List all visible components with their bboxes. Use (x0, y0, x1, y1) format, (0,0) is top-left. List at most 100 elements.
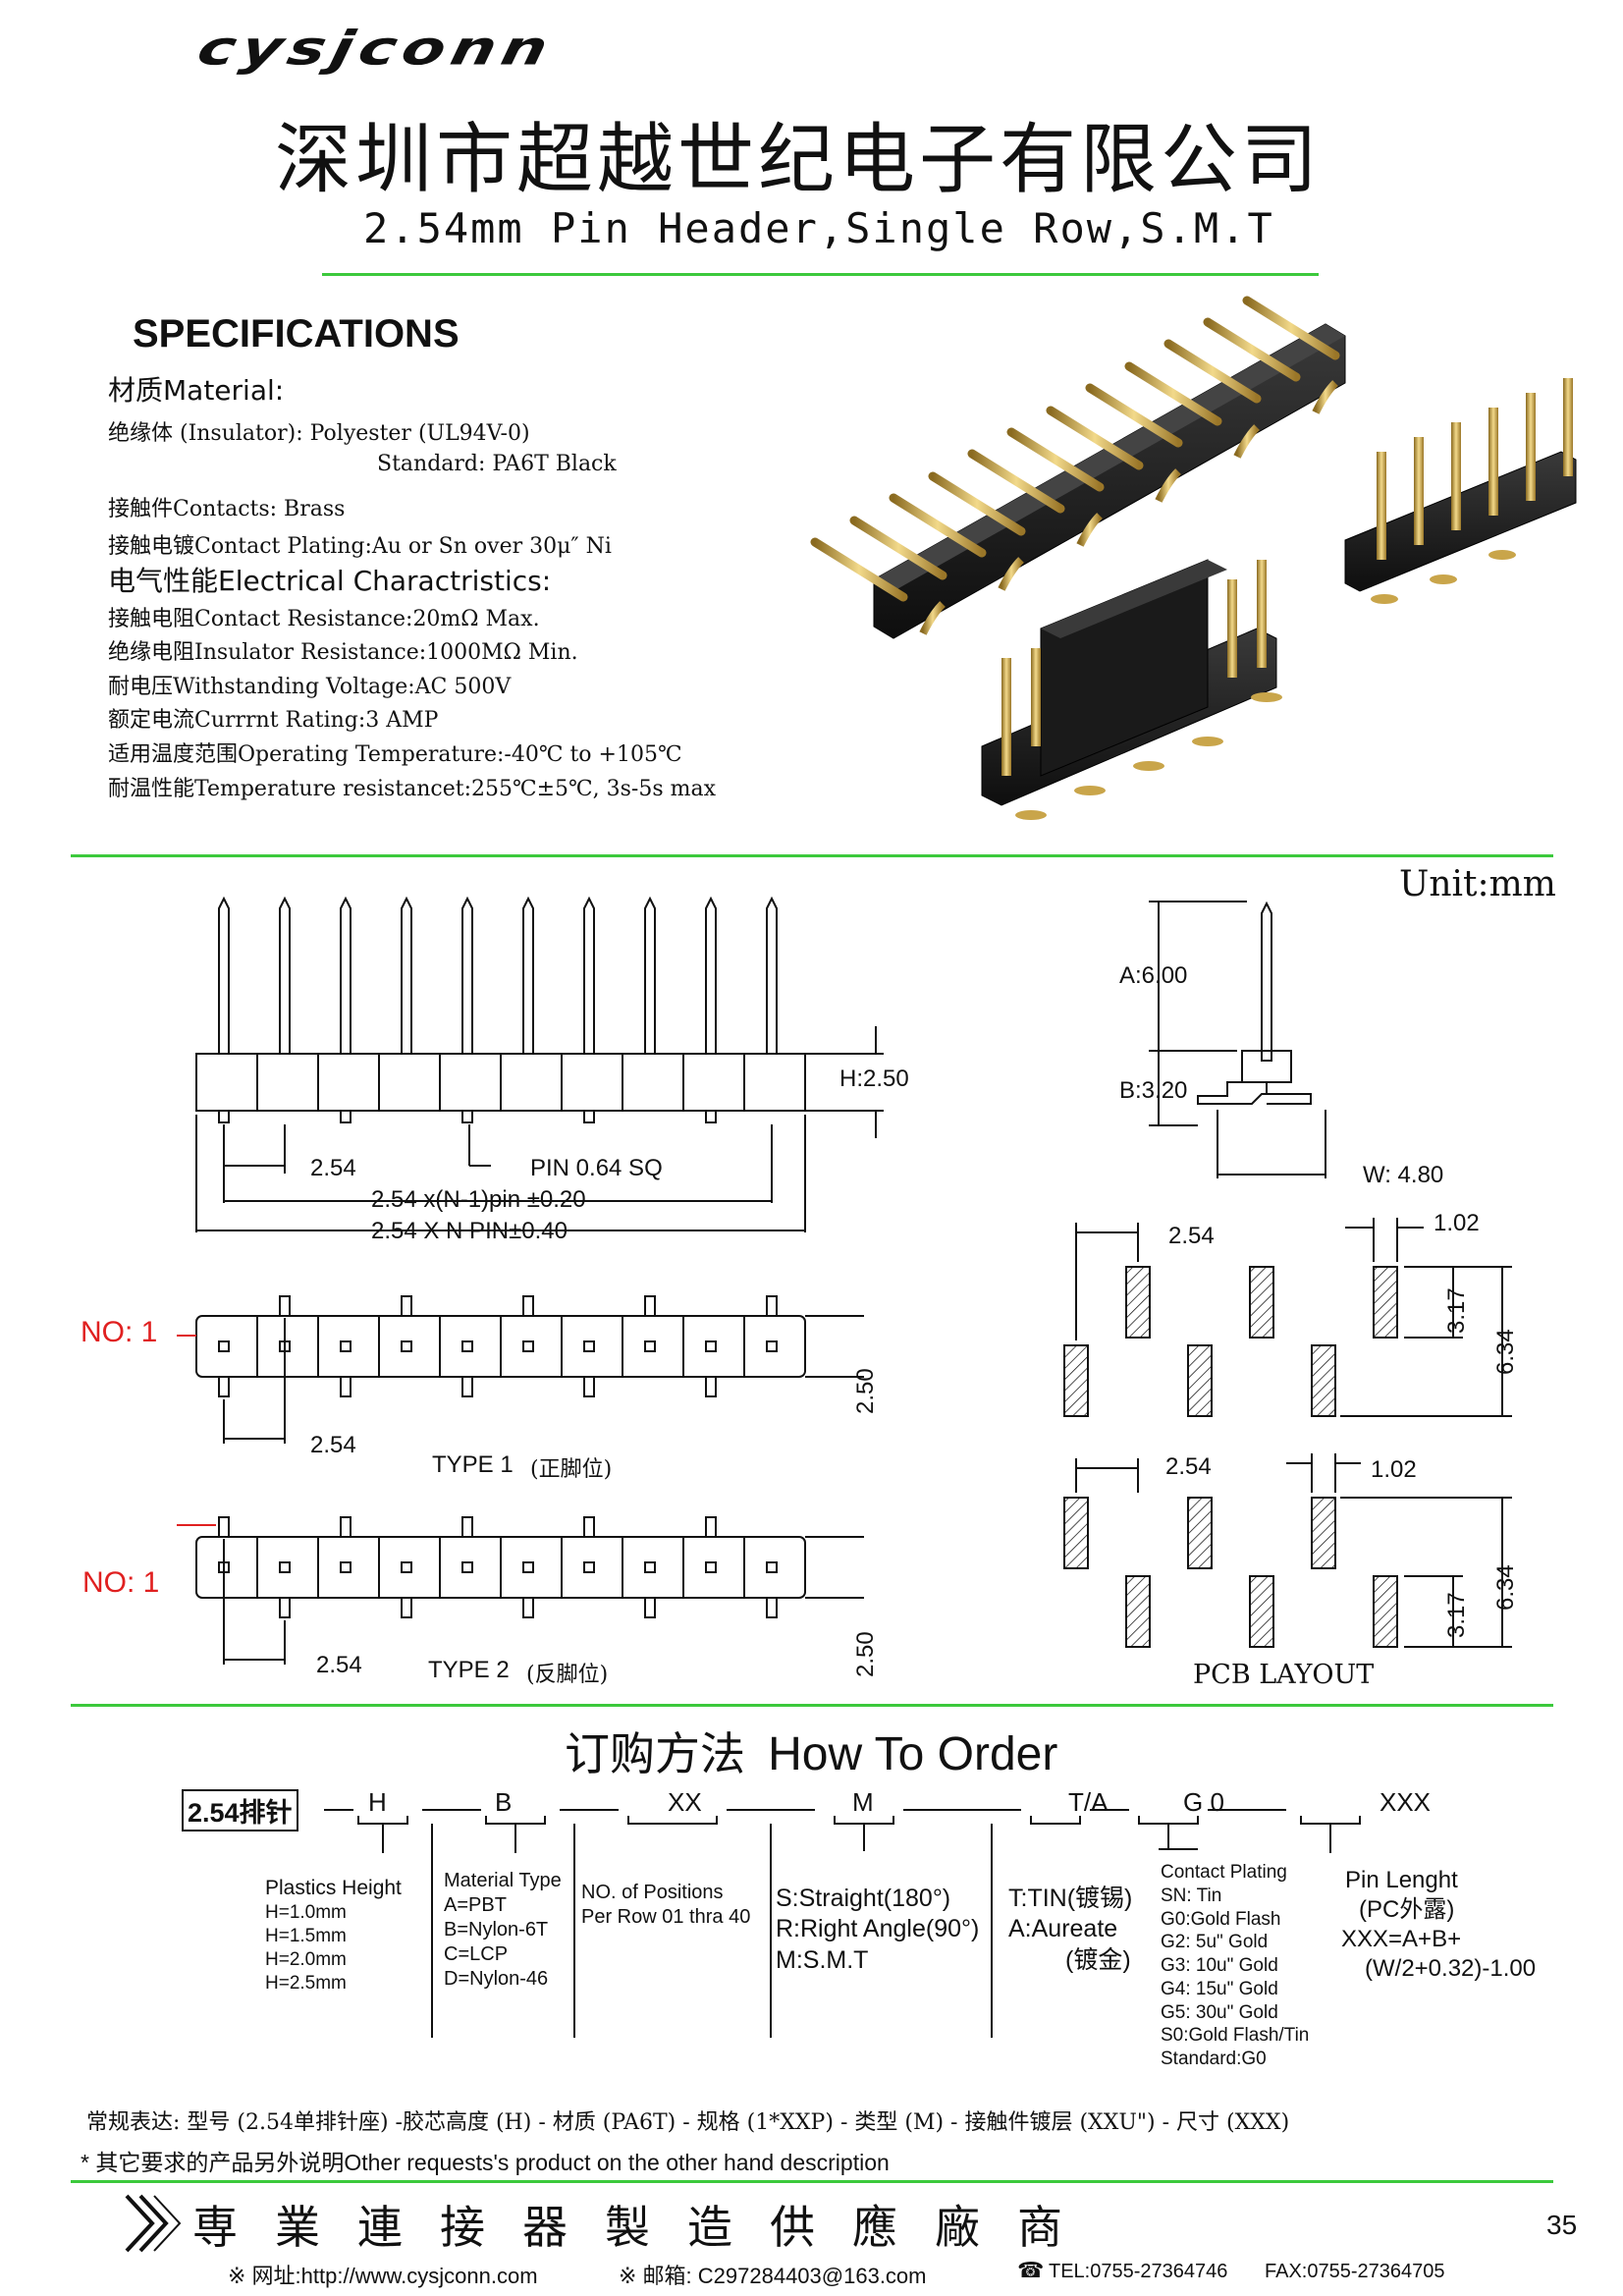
order-col-positions: NO. of Positions Per Row 01 thra 40 (581, 1881, 750, 1930)
w-dimension: W: 4.80 (1363, 1162, 1444, 1188)
company-name: 深圳市超越世纪电子有限公司 (275, 116, 1323, 204)
h-dimension: H:2.50 (839, 1066, 909, 1092)
header-rule (322, 273, 1319, 276)
chevron-logo-icon (125, 2194, 182, 2253)
order-code-m: M (852, 1787, 874, 1817)
plating-option: G2: 5u" Gold (1161, 1932, 1269, 1953)
pcb-634-top: 6.34 (1492, 1329, 1519, 1375)
pitch-dimension-type2: 2.54 (316, 1652, 362, 1678)
right-angle-header (810, 296, 1346, 639)
pcb-width-bottom: 1.02 (1371, 1456, 1417, 1483)
length-formula: (W/2+0.32)-1.00 (1365, 1955, 1537, 1982)
product-illustration (810, 296, 1577, 820)
footer-tel: TEL:0755-27364746 (1049, 2261, 1228, 2282)
ta-option: T:TIN(镀锡) (1008, 1885, 1133, 1912)
ta-option: A:Aureate (1008, 1915, 1118, 1943)
order-col-type: S:Straight(180°) R:Right Angle(90°) M:S.… (776, 1884, 979, 1976)
order-code-h: H (368, 1787, 387, 1817)
type1-label: TYPE 1 (432, 1451, 514, 1478)
order-code-b: B (495, 1787, 513, 1817)
n-minus-1-dimension: 2.54 x(N-1)pin ±0.20 (371, 1186, 586, 1213)
no1-label-type2: NO: 1 (82, 1566, 160, 1599)
order-title: 订购方法 How To Order (565, 1719, 1057, 1783)
page-number: 35 (1546, 2210, 1578, 2240)
no1-leader-type2 (177, 1524, 216, 1526)
footer-email[interactable]: ※ 邮箱: C297284403@163.com (619, 2264, 927, 2288)
type-option: M:S.M.T (776, 1945, 869, 1974)
type2-top-view (177, 1516, 864, 1665)
material-option: A=PBT (444, 1894, 507, 1916)
no1-leader-type1 (177, 1335, 196, 1337)
pcb-width-top: 1.02 (1434, 1210, 1480, 1236)
pcb-layout-title: PCB LAYOUT (1193, 1660, 1375, 1690)
pin-size-label: PIN 0.64 SQ (530, 1155, 663, 1181)
length-title: Pin Lenght (1345, 1867, 1458, 1893)
material-option: C=LCP (444, 1943, 509, 1965)
type2-cn-label: (反脚位) (526, 1663, 609, 1687)
a-dimension: A:6.00 (1119, 962, 1188, 989)
height-option: H=2.5mm (265, 1972, 347, 1994)
pcb-layout-drawing (1063, 1218, 1512, 1648)
side-view-drawing (1149, 901, 1326, 1178)
order-code-lines (324, 1809, 1361, 2038)
order-col-plating: Contact Plating SN: Tin G0:Gold Flash G2… (1161, 1861, 1309, 2071)
order-title-en: How To Order (768, 1728, 1058, 1780)
height-option: H=1.0mm (265, 1902, 347, 1924)
type-option: S:Straight(180°) (776, 1885, 951, 1912)
material-option: B=Nylon-6T (444, 1919, 549, 1941)
order-code-g0: G 0 (1183, 1787, 1224, 1817)
order-col-height: Plastics Height H=1.0mm H=1.5mm H=2.0mm … (265, 1876, 402, 1995)
material-option: D=Nylon-46 (444, 1968, 549, 1990)
front-view-drawing (195, 896, 884, 1232)
unit-label: Unit:mm (1399, 864, 1556, 904)
spec-voltage: 耐电压Withstanding Voltage:AC 500V (108, 675, 512, 699)
plating-title: Contact Plating (1161, 1862, 1287, 1883)
page-subtitle: 2.54mm Pin Header,Single Row,S.M.T (363, 204, 1274, 252)
order-code-ta: T/A (1068, 1787, 1109, 1817)
order-example: 常规表达: 型号 (2.54单排针座) -胶芯高度 (H) - 材质 (PA6T… (86, 2110, 1290, 2135)
type-option: R:Right Angle(90°) (776, 1915, 980, 1943)
spec-insulator: 绝缘体 (Insulator): Polyester (UL94V-0) (108, 421, 530, 446)
order-code-xxx: XXX (1380, 1787, 1432, 1817)
spec-contact-resistance: 接触电阻Contact Resistance:20mΩ Max. (108, 607, 540, 631)
pcb-pitch-bottom: 2.54 (1165, 1453, 1212, 1480)
spec-insulator-resistance: 绝缘电阻Insulator Resistance:1000MΩ Min. (108, 640, 578, 665)
order-code-box: 2.54排针 (182, 1789, 298, 1831)
specs-title: SPECIFICATIONS (133, 312, 460, 355)
plating-option: G0:Gold Flash (1161, 1908, 1281, 1930)
spec-electrical-heading: 电气性能Electrical Charactristics: (108, 565, 552, 597)
pcb-634-bottom: 6.34 (1492, 1564, 1519, 1611)
height-title: Plastics Height (265, 1877, 402, 1899)
plating-option: Standard:G0 (1161, 2049, 1267, 2069)
drawing-rule (71, 1704, 1553, 1707)
order-col-length: Pin Lenght (PC外露) XXX=A+B+ (W/2+0.32)-1.… (1341, 1866, 1537, 1984)
spec-temperature: 适用温度范围Operating Temperature:-40℃ to +105… (108, 742, 682, 767)
plating-option: S0:Gold Flash/Tin (1161, 2025, 1310, 2047)
order-col-material: Material Type A=PBT B=Nylon-6T C=LCP D=N… (444, 1869, 562, 1992)
footer-fax: FAX:0755-27364705 (1265, 2261, 1445, 2282)
pcb-pitch-top: 2.54 (1168, 1223, 1215, 1249)
positions-title: NO. of Positions (581, 1882, 724, 1903)
pitch-dimension-front: 2.54 (310, 1155, 356, 1181)
company-logo: cysjconn (192, 22, 559, 77)
straight-header (1344, 378, 1577, 604)
length-formula: XXX=A+B+ (1341, 1926, 1462, 1952)
order-col-ta: T:TIN(镀锡) A:Aureate (镀金) (1008, 1884, 1132, 1976)
spec-material-heading: 材质Material: (108, 374, 285, 407)
order-rule (71, 2180, 1553, 2183)
spec-current: 额定电流Currrnt Rating:3 AMP (108, 708, 439, 733)
order-note: * 其它要求的产品另外说明Other requests's product on… (81, 2150, 890, 2175)
type2-height-dimension: 2.50 (852, 1631, 879, 1677)
spec-temp-resistance: 耐温性能Temperature resistancet:255℃±5℃, 3s-… (108, 777, 717, 801)
spec-contacts: 接触件Contacts: Brass (108, 497, 346, 521)
plating-option: G4: 15u" Gold (1161, 1978, 1278, 1999)
positions-range: Per Row 01 thra 40 (581, 1906, 751, 1928)
spec-plating: 接触电镀Contact Plating:Au or Sn over 30μ″ N… (108, 534, 612, 559)
footer-website[interactable]: ※ 网址:http://www.cysjconn.com (228, 2264, 538, 2288)
pcb-317-bottom: 3.17 (1443, 1592, 1470, 1638)
plating-option: G5: 30u" Gold (1161, 2001, 1278, 2023)
height-option: H=2.0mm (265, 1948, 347, 1970)
height-option: H=1.5mm (265, 1926, 347, 1946)
smt-header-with-cap (981, 559, 1282, 820)
plating-option: G3: 10u" Gold (1161, 1955, 1278, 1976)
